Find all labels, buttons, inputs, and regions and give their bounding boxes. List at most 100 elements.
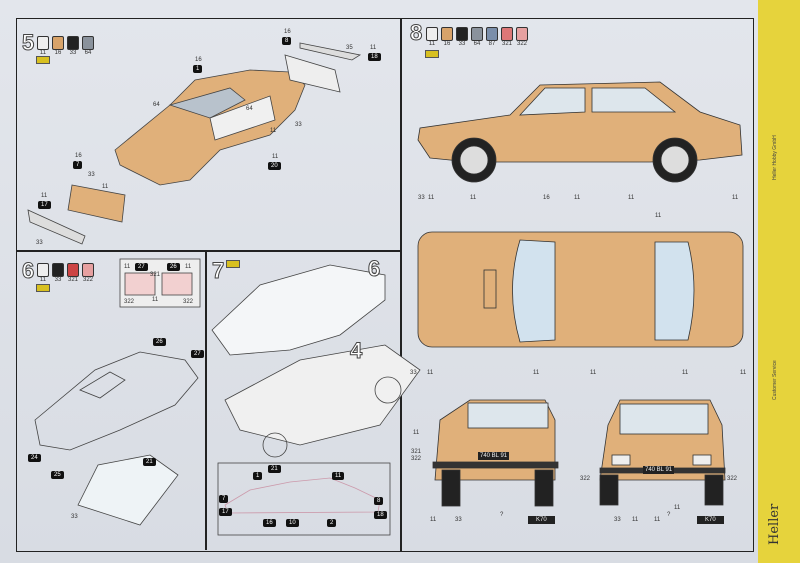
strip-heading: Customer Service	[772, 360, 778, 400]
part-tag: 18	[374, 511, 387, 519]
paint-callout: 33	[36, 240, 43, 246]
divider	[205, 250, 207, 550]
paint-callout: 33	[614, 517, 621, 523]
step8-side-view	[417, 81, 743, 183]
paint-can: 321	[67, 263, 79, 283]
paint-can: 16	[52, 36, 64, 56]
paint-callout: 11	[590, 370, 597, 376]
part-tag: 25	[51, 471, 64, 479]
part-tag: 11	[332, 472, 345, 480]
part-tag: 10	[286, 519, 299, 527]
paint-callout: 16	[75, 153, 82, 159]
paint-callout: 11	[628, 195, 635, 201]
paint-can: 64	[82, 36, 94, 56]
paint-callout: 11	[427, 370, 434, 376]
paint-callout: 322	[580, 476, 591, 482]
paint-callout: 11	[370, 45, 377, 51]
part-tag: 2	[327, 519, 337, 527]
paint-callout: 33	[71, 514, 78, 520]
paint-callout: 33	[418, 195, 425, 201]
paint-callout: 11	[102, 184, 109, 190]
paint-callout: 11	[655, 213, 662, 219]
part-tag: 1	[253, 472, 263, 480]
paint-can: 322	[516, 27, 528, 47]
strip-heading: Heller Hobby GmbH	[772, 135, 778, 180]
paint-can: 33	[456, 27, 468, 47]
divider	[400, 18, 402, 551]
paint-callout: 11	[430, 517, 437, 523]
paint-callout: 33	[410, 370, 417, 376]
paint-callout: 11	[533, 370, 540, 376]
decal-transfer-symbol: ?	[667, 512, 671, 518]
part-tag: 20	[268, 162, 281, 170]
paint-callout: 321	[150, 272, 161, 278]
paint-callout: 16	[195, 57, 202, 63]
paint-callout: 35	[346, 45, 353, 51]
paint-callout: 11	[272, 154, 279, 160]
reference-badge: K70	[528, 516, 555, 524]
paint-callout: 11	[413, 430, 420, 436]
paint-can: 16	[441, 27, 453, 47]
step8-rear-view	[432, 399, 559, 507]
paint-callout: 11	[152, 297, 159, 303]
paint-callout: 11	[632, 517, 639, 523]
reference-badge: K70	[697, 516, 724, 524]
paint-callout: 322	[727, 476, 738, 482]
step7-drawing	[211, 264, 421, 536]
paint-callout: 11	[470, 195, 477, 201]
paint-callout: 322	[124, 299, 135, 305]
paint-callout: 11	[674, 505, 681, 511]
paint-can: 11	[37, 263, 49, 283]
step6-body-drawing	[34, 258, 201, 526]
paint-can: 33	[67, 36, 79, 56]
paint-callout: 322	[411, 456, 422, 462]
paint-can: 11	[426, 27, 438, 47]
license-plate: 740 BL 91	[478, 452, 510, 460]
step-number: 7	[211, 258, 225, 284]
decal-transfer-symbol: ?	[500, 512, 504, 518]
paint-can: 33	[52, 263, 64, 283]
paint-callout: 64	[153, 102, 160, 108]
heller-logo: Heller	[767, 503, 782, 545]
part-tag: 21	[143, 458, 156, 466]
paint-callout: 11	[682, 370, 689, 376]
subassembly-ref: 4	[349, 338, 363, 364]
paint-callout: 33	[295, 122, 302, 128]
paint-callout: 11	[654, 517, 661, 523]
part-tag: 8	[282, 37, 292, 45]
paint-callout: 33	[455, 517, 462, 523]
paint-callout: 16	[284, 29, 291, 35]
paint-callout: 11	[124, 264, 131, 270]
part-tag: 26	[167, 263, 180, 271]
license-plate: 740 BL 91	[643, 466, 675, 474]
step-number: 8	[409, 20, 423, 46]
paint-callout: 11	[185, 264, 192, 270]
step5-body-drawing	[27, 42, 362, 245]
step-number: 5	[21, 30, 35, 56]
paint-callout: 322	[183, 299, 194, 305]
part-tag: 1	[193, 65, 203, 73]
part-tag: 7	[219, 495, 229, 503]
paint-can: 322	[82, 263, 94, 283]
paint-callout: 11	[732, 195, 739, 201]
glue-icon	[36, 284, 50, 292]
part-tag: 17	[219, 508, 232, 516]
paint-callout: 11	[740, 370, 747, 376]
sheet-frame	[16, 18, 754, 552]
glue-icon	[425, 50, 439, 58]
paint-callout: 11	[428, 195, 435, 201]
part-tag: 8	[374, 497, 384, 505]
step-number: 6	[21, 258, 35, 284]
paint-list: 11 16 33 64 87 321 322	[426, 27, 528, 47]
paint-callout: 33	[88, 172, 95, 178]
subassembly-ref: 6	[367, 256, 381, 282]
paint-can: 64	[471, 27, 483, 47]
part-tag: 27	[191, 350, 204, 358]
paint-list: 11 33 321 322	[37, 263, 94, 283]
glue-icon	[36, 56, 50, 64]
step8-front-view	[599, 399, 726, 506]
part-tag: 7	[73, 161, 83, 169]
part-tag: 24	[28, 454, 41, 462]
part-tag: 21	[268, 465, 281, 473]
paint-callout: 16	[543, 195, 550, 201]
